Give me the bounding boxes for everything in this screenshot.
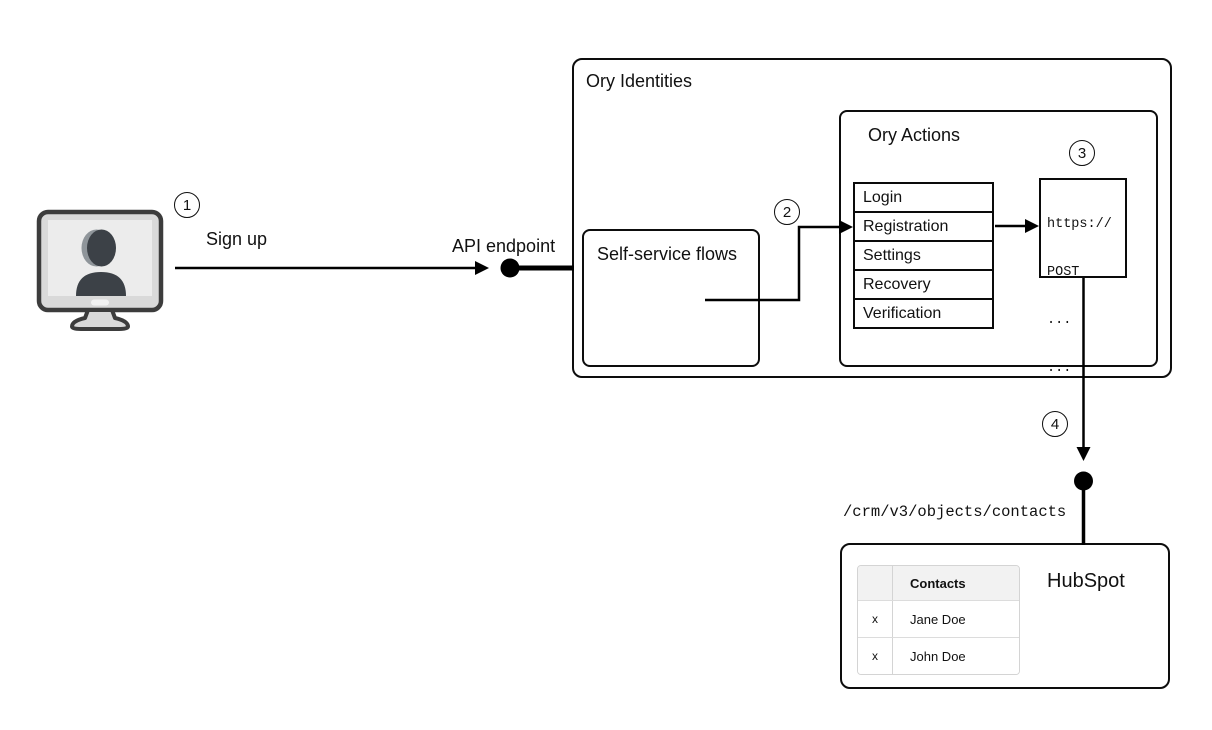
step-1-number: 1 — [182, 196, 192, 214]
hubspot-endpoint-node — [1074, 471, 1093, 491]
contacts-table-header-row: Contacts — [858, 566, 1019, 600]
flow-list: Login Registration Settings Recovery Ver… — [853, 182, 994, 329]
ory-actions-title: Ory Actions — [868, 125, 961, 145]
self-service-flows-box: Self-service flows — [582, 229, 760, 367]
table-row: x John Doe — [858, 637, 1019, 674]
user-computer-icon — [35, 208, 165, 332]
api-endpoint-node — [500, 258, 520, 278]
ory-identities-title: Ory Identities — [586, 71, 693, 91]
step-4-badge: 4 — [1042, 411, 1068, 437]
down-arrowhead — [1076, 447, 1091, 461]
webhook-request-box: https:// POST ... ... — [1039, 178, 1127, 376]
contacts-header-action-cell — [858, 566, 893, 600]
code-line: POST — [1047, 265, 1080, 280]
contact-name-cell: John Doe — [910, 648, 966, 664]
flow-item-registration: Registration — [853, 211, 994, 242]
step-4-number: 4 — [1050, 415, 1060, 433]
contacts-table: Contacts x Jane Doe x John Doe — [857, 565, 1020, 675]
sign-up-label: Sign up — [206, 229, 268, 249]
self-service-flows-title: Self-service flows — [597, 244, 738, 264]
hubspot-api-path-label: /crm/v3/objects/contacts — [843, 503, 1067, 521]
api-endpoint-label: API endpoint — [452, 236, 556, 256]
hubspot-box: HubSpot Contacts x Jane Doe x John Doe — [840, 543, 1170, 689]
ory-identities-box: Ory Identities — [572, 58, 1172, 378]
monitor-graphic — [36, 209, 164, 331]
code-line: ... — [1047, 313, 1072, 328]
code-line: ... — [1047, 361, 1072, 376]
contact-name-cell: Jane Doe — [910, 611, 966, 627]
hubspot-title: HubSpot — [1047, 570, 1125, 592]
code-line: https:// — [1047, 217, 1112, 232]
flow-item-verification: Verification — [853, 298, 994, 329]
flow-item-login: Login — [853, 182, 994, 213]
step-1-badge: 1 — [174, 192, 200, 218]
step-3-badge: 3 — [1069, 140, 1095, 166]
flow-item-settings: Settings — [853, 240, 994, 271]
contact-action-cell: x — [858, 638, 893, 674]
contacts-header-label-cell: Contacts — [910, 575, 966, 591]
flow-item-recovery: Recovery — [853, 269, 994, 300]
signup-arrowhead — [475, 261, 489, 275]
step-2-number: 2 — [782, 203, 792, 221]
step-3-number: 3 — [1077, 144, 1087, 162]
contact-action-cell: x — [858, 601, 893, 637]
table-row: x Jane Doe — [858, 600, 1019, 637]
step-2-badge: 2 — [774, 199, 800, 225]
